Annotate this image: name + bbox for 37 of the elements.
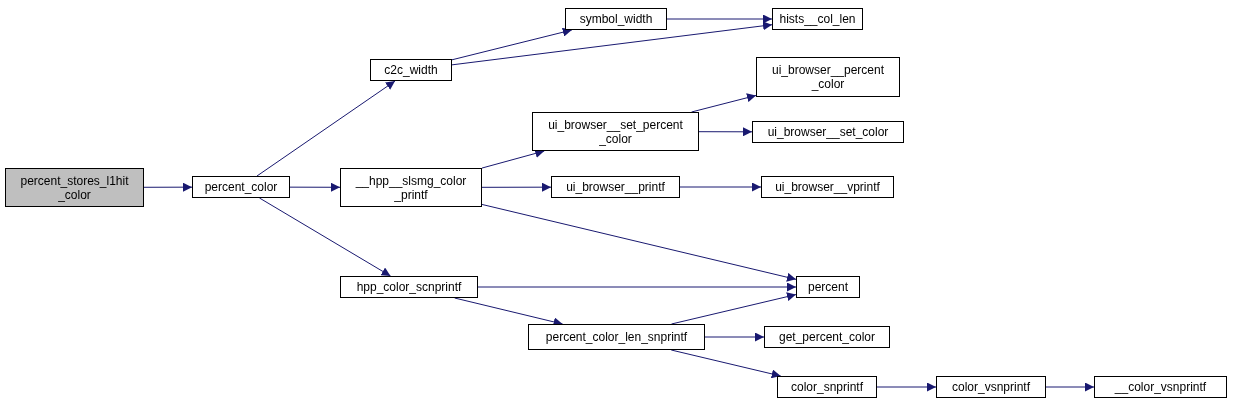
arrow xyxy=(477,282,797,292)
arrow xyxy=(666,14,773,24)
arrow xyxy=(256,80,396,177)
function-box: __color_vsnprintf xyxy=(1094,376,1227,398)
arrow xyxy=(289,182,341,192)
function-box: get_percent_color xyxy=(764,326,890,348)
function-box: hists__col_len xyxy=(772,8,863,30)
arrow xyxy=(876,382,937,392)
arrow xyxy=(704,332,765,342)
function-box: c2c_width xyxy=(370,59,452,81)
arrow xyxy=(1045,382,1095,392)
function-box: ui_browser__percent _color xyxy=(756,57,900,97)
function-box: percent_color xyxy=(192,176,290,198)
function-box: hpp_color_scnprintf xyxy=(340,276,478,298)
arrow xyxy=(671,292,797,325)
arrow xyxy=(451,21,773,66)
arrow xyxy=(481,182,552,192)
arrow xyxy=(670,349,782,379)
arrow xyxy=(698,127,753,137)
function-box: color_vsnprintf xyxy=(936,376,1046,398)
function-box: color_snprintf xyxy=(777,376,877,398)
function-box: ui_browser__set_percent _color xyxy=(532,112,699,151)
arrow xyxy=(481,203,797,282)
function-box: percent xyxy=(796,276,860,298)
function-box: ui_browser__set_color xyxy=(752,121,904,143)
function-box: ui_browser__printf xyxy=(551,176,680,198)
arrow xyxy=(451,27,573,61)
function-box: symbol_width xyxy=(565,8,667,30)
highlighted-function-box: percent_stores_l1hit _color xyxy=(5,168,144,207)
arrow xyxy=(143,182,193,192)
function-box: __hpp__slsmg_color _printf xyxy=(340,168,482,207)
function-box: percent_color_len_snprintf xyxy=(528,324,705,350)
function-box: ui_browser__vprintf xyxy=(761,176,894,198)
arrow xyxy=(679,182,762,192)
arrow xyxy=(691,93,757,113)
arrow xyxy=(481,149,545,169)
arrow xyxy=(259,197,391,277)
